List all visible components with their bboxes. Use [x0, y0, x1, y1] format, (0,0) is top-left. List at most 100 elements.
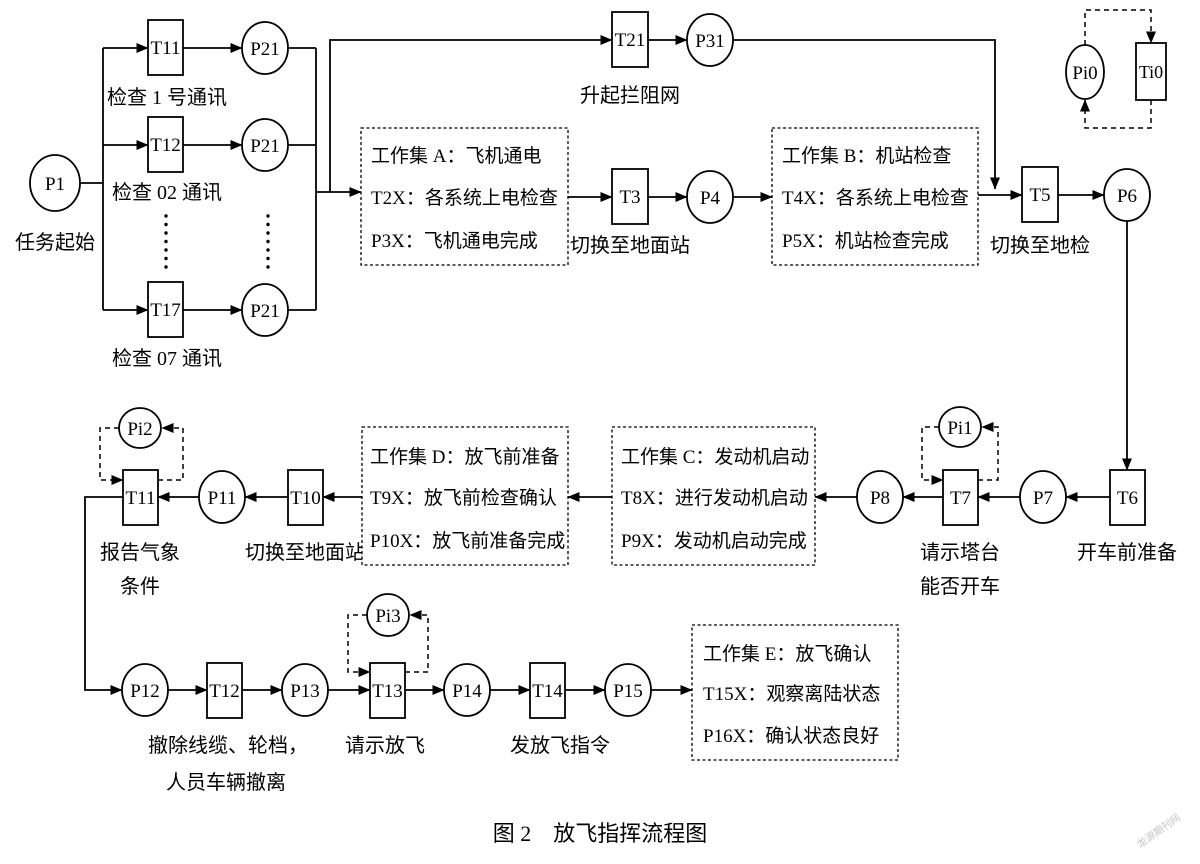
figure-caption: 图 2 放飞指挥流程图 — [493, 821, 708, 846]
place-p1: P1 — [29, 154, 81, 212]
transition-t10-box — [287, 469, 324, 526]
caption-pre-start-prep: 开车前准备 — [1077, 541, 1177, 564]
place-pi3-circle — [366, 593, 410, 637]
transition-t10: T10 — [287, 469, 324, 526]
place-p12-label: P12 — [130, 681, 160, 702]
place-p15-label: P15 — [613, 681, 643, 702]
work-set-c-task: T8X：进行发动机启动 — [621, 487, 808, 509]
caption-switch-ground-station-mid: 切换至地面站 — [245, 541, 365, 564]
place-pi1: Pi1 — [938, 406, 982, 448]
place-p31: P31 — [686, 13, 734, 67]
work-set-e-title: 工作集 E：放飞确认 — [703, 643, 871, 665]
transition-t3-box — [611, 168, 649, 225]
transition-t3: T3 — [611, 168, 649, 225]
place-p7-label: P7 — [1033, 488, 1053, 509]
place-p21-1: P21 — [241, 21, 289, 75]
place-p8-label: P8 — [870, 488, 890, 509]
transition-t11-top-label: T11 — [151, 38, 181, 59]
work-set-e-task: T15X：观察离陆状态 — [703, 683, 880, 705]
transitions: T11 T12 T17 T21 T3 T5 Ti0 T6 — [122, 11, 1167, 719]
transition-t12-top-label: T12 — [150, 135, 181, 156]
place-pi0-circle — [1065, 44, 1105, 100]
transition-t12-bottom: T12 — [206, 662, 243, 719]
transition-ti0-label: Ti0 — [1139, 62, 1163, 82]
loop-t7-to-pi1 — [978, 422, 999, 481]
transition-t5-box — [1021, 166, 1059, 223]
place-pi1-circle — [938, 406, 982, 448]
place-pi0: Pi0 — [1065, 44, 1105, 100]
transition-t11-top-box — [147, 19, 184, 76]
work-set-e: 工作集 E：放飞确认 T15X：观察离陆状态 P16X：确认状态良好 — [691, 624, 899, 761]
place-pi0-label: Pi0 — [1072, 63, 1097, 84]
transition-t21: T21 — [611, 11, 649, 68]
transition-t7: T7 — [942, 469, 979, 526]
place-p4-label: P4 — [700, 188, 721, 209]
work-set-c-title: 工作集 C：发动机启动 — [621, 446, 809, 468]
place-pi2: Pi2 — [118, 407, 162, 449]
place-p15-circle — [604, 663, 652, 717]
arcs — [80, 35, 1132, 695]
transition-t17: T17 — [147, 281, 184, 338]
place-p14-label: P14 — [452, 681, 482, 702]
dashed-loops — [99, 9, 1156, 677]
transition-t11-mid: T11 — [122, 469, 159, 526]
work-set-a-result: P3X：飞机通电完成 — [371, 230, 538, 252]
caption-check-comm-02: 检查 02 通讯 — [112, 181, 222, 204]
place-p4: P4 — [686, 170, 734, 224]
work-set-b-task: T4X：各系统上电检查 — [782, 187, 969, 209]
transition-t7-box — [942, 469, 979, 526]
place-p13-circle — [281, 663, 329, 717]
place-p21-3: P21 — [241, 283, 289, 337]
place-p12: P12 — [121, 663, 169, 717]
caption-issue-release-order: 发放飞指令 — [510, 734, 610, 757]
work-set-d-result: P10X：放飞前准备完成 — [370, 530, 565, 552]
transition-t6-label: T6 — [1117, 488, 1138, 509]
work-set-c-box — [611, 426, 816, 566]
place-p21-1-label: P21 — [250, 39, 280, 60]
caption-raise-arresting-net: 升起拦阻网 — [580, 84, 680, 107]
place-p8: P8 — [856, 470, 904, 524]
work-set-d-box — [361, 426, 569, 566]
transition-t12-top-box — [147, 116, 184, 173]
transition-t14-box — [529, 662, 566, 719]
work-set-b: 工作集 B：机站检查 T4X：各系统上电检查 P5X：机站检查完成 — [771, 127, 979, 266]
transition-t13-label: T13 — [372, 681, 403, 702]
caption-check-comm-1: 检查 1 号通讯 — [107, 86, 227, 109]
place-pi2-circle — [118, 407, 162, 449]
place-p21-2-circle — [241, 118, 289, 172]
place-p21-2: P21 — [241, 118, 289, 172]
transition-t11-top: T11 — [147, 19, 184, 76]
work-set-e-result: P16X：确认状态良好 — [703, 725, 879, 747]
work-set-c: 工作集 C：发动机启动 T8X：进行发动机启动 P9X：发动机启动完成 — [611, 426, 816, 566]
transition-t17-label: T17 — [150, 300, 181, 321]
arc-p31-t5 — [733, 39, 1000, 190]
transition-t12-bottom-label: T12 — [209, 681, 240, 702]
work-set-a-box — [360, 127, 569, 266]
transition-t21-label: T21 — [615, 30, 646, 51]
place-p14: P14 — [443, 663, 491, 717]
place-p21-3-circle — [241, 283, 289, 337]
transition-t12-bottom-box — [206, 662, 243, 719]
loop-t13-to-pi3 — [405, 610, 429, 673]
watermark: 龙源期刊网 — [1134, 811, 1182, 850]
work-set-b-result: P5X：机站检查完成 — [782, 230, 949, 252]
place-p7-circle — [1019, 470, 1067, 524]
caption-task-start: 任务起始 — [15, 231, 95, 254]
caption-report-weather-line1: 报告气象 — [100, 541, 180, 564]
places: P1 P21 P21 P21 P31 P4 P6 Pi0 — [29, 13, 1151, 717]
loop-pi2-to-t11 — [99, 427, 124, 485]
transition-t13: T13 — [369, 662, 406, 719]
transition-t11-mid-label: T11 — [126, 488, 156, 509]
place-p1-circle — [29, 154, 81, 212]
place-pi2-label: Pi2 — [127, 419, 152, 440]
transition-t14-label: T14 — [532, 681, 563, 702]
place-p7: P7 — [1019, 470, 1067, 524]
transition-t5-label: T5 — [1029, 185, 1050, 206]
arc-t11-p12 — [84, 496, 123, 695]
place-p14-circle — [443, 663, 491, 717]
work-set-b-title: 工作集 B：机站检查 — [782, 145, 951, 167]
loop-t11-to-pi2 — [158, 423, 184, 481]
transition-t6-box — [1109, 469, 1146, 526]
work-set-a-task: T2X：各系统上电检查 — [371, 187, 558, 209]
